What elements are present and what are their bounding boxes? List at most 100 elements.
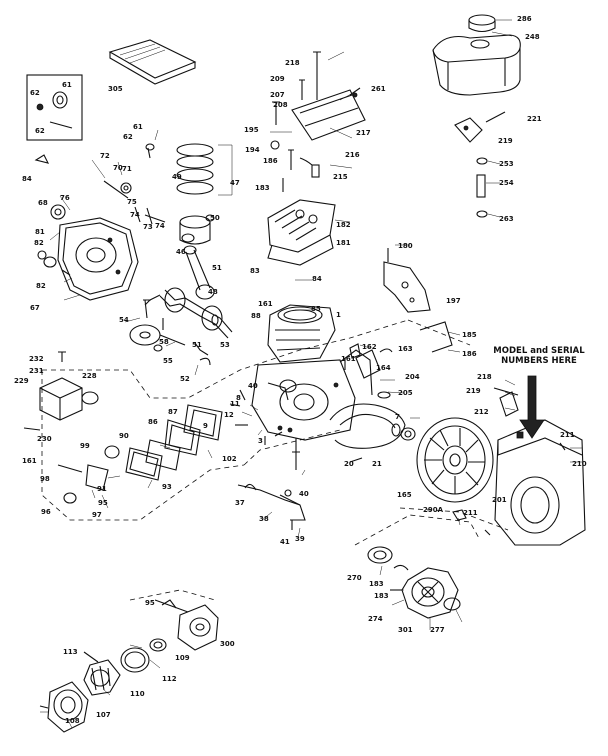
part-label-p183: 183 [255,184,270,192]
part-label-p93: 93 [162,483,172,491]
part-label-p40b: 40 [299,490,309,498]
air-cleaner [39,647,150,733]
part-label-p91: 91 [97,485,107,493]
part-label-p48: 48 [208,288,218,296]
part-label-p230: 230 [37,435,52,443]
carburetor-intake [57,389,283,504]
part-label-p208: 208 [273,101,288,109]
cylinder-head [267,51,366,266]
part-label-p9: 9 [203,422,208,430]
part-label-p216: 216 [345,151,360,159]
part-label-p85: 85 [311,305,321,313]
part-label-p83: 83 [250,267,260,275]
part-label-p274: 274 [368,615,383,623]
part-label-p286: 286 [517,15,532,23]
breather [34,154,50,164]
part-label-p97: 97 [92,511,102,519]
part-label-p38: 38 [259,515,269,523]
part-label-p112: 112 [162,675,177,683]
part-label-p21: 21 [372,460,382,468]
part-label-p73: 73 [143,223,153,231]
part-label-p67: 67 [30,304,40,312]
muffler [23,351,99,431]
part-label-p201: 201 [492,496,507,504]
part-label-p217: 217 [356,129,371,137]
part-label-p195: 195 [244,126,259,134]
part-label-p40a: 40 [248,382,258,390]
part-label-p55: 55 [163,357,173,365]
part-label-p221: 221 [527,115,542,123]
part-label-p219: 219 [498,137,513,145]
governor-linkage [237,483,306,530]
part-label-p219b: 219 [466,387,481,395]
part-label-p270: 270 [347,574,362,582]
crankshaft-assembly [143,245,233,339]
part-label-p86: 86 [148,418,158,426]
part-label-p99: 99 [80,442,90,450]
part-label-p253: 253 [499,160,514,168]
control-plate [383,261,431,313]
part-label-p52: 52 [180,375,190,383]
part-label-p81a: 81 [35,228,45,236]
part-label-p96: 96 [41,508,51,516]
part-label-p209: 209 [270,75,285,83]
part-label-p50: 50 [210,214,220,222]
part-label-p76: 76 [60,194,70,202]
part-label-p47: 47 [230,179,240,187]
part-label-p194: 194 [245,146,260,154]
part-label-p53: 53 [220,341,230,349]
part-label-p163: 163 [398,345,413,353]
part-label-p107: 107 [96,711,111,719]
flywheel [416,417,494,503]
part-label-p204: 204 [405,373,420,381]
fuel-line-parts [454,111,506,218]
part-label-p185: 185 [462,331,477,339]
part-label-p98: 98 [40,475,50,483]
part-label-p90: 90 [119,432,129,440]
part-label-p211a: 211 [560,431,575,439]
part-label-p62b: 62 [35,127,45,135]
part-label-p68: 68 [38,199,48,207]
part-label-p183c: 183 [374,592,389,600]
part-label-p232: 232 [29,355,44,363]
part-label-p300: 300 [220,640,235,648]
part-label-p186b: 186 [462,350,477,358]
part-label-p102: 102 [222,455,237,463]
part-label-p261: 261 [371,85,386,93]
owners-manual [108,39,197,85]
part-label-p46: 46 [176,248,186,256]
part-label-p51b: 51 [192,341,202,349]
part-label-p109: 109 [175,654,190,662]
part-label-p248: 248 [525,33,540,41]
dowel-inset [26,74,83,141]
part-label-p84b: 84 [312,275,322,283]
part-label-p211b: 211 [463,509,478,517]
part-label-p70: 70 [113,164,123,172]
part-label-p218b: 218 [477,373,492,381]
part-label-p113: 113 [63,648,78,656]
part-label-p71: 71 [122,165,132,173]
part-label-p231: 231 [29,367,44,375]
part-label-p84: 84 [22,175,32,183]
part-label-p290a: 290A [423,506,444,514]
part-label-p229: 229 [14,377,29,385]
part-label-p180: 180 [398,242,413,250]
part-label-p62a: 62 [30,89,40,97]
blower-housing [494,419,586,546]
part-label-p7: 7 [395,413,400,421]
part-label-p301: 301 [398,626,413,634]
part-label-p95b: 95 [145,599,155,607]
part-label-p51a: 51 [212,264,222,272]
part-label-p182: 182 [336,221,351,229]
part-label-p3: 3 [258,437,263,445]
part-label-p263: 263 [499,215,514,223]
part-label-p54: 54 [119,316,129,324]
part-label-p82a: 82 [34,239,44,247]
part-label-p207: 207 [270,91,285,99]
part-label-p277: 277 [430,626,445,634]
part-label-p75: 75 [127,198,137,206]
part-label-p37: 37 [235,499,245,507]
part-label-p72: 72 [100,152,110,160]
